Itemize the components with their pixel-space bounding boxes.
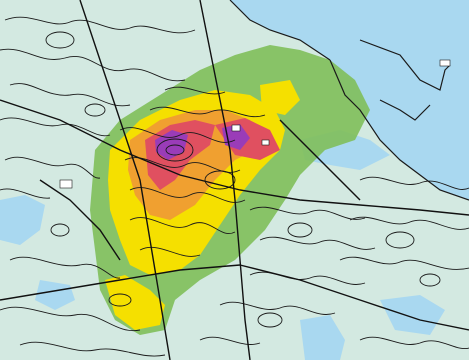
contour-line [259, 236, 376, 250]
road [0, 264, 241, 301]
coastline [329, 59, 469, 201]
heat-overlay [90, 45, 370, 335]
contour-ring [50, 223, 70, 237]
lake-southwest [35, 280, 75, 310]
coastline [229, 0, 331, 61]
contour-line [149, 106, 266, 117]
harbor-pier [379, 99, 431, 121]
contour-ring [156, 138, 194, 162]
contour-line [9, 256, 121, 279]
contour-line [9, 83, 131, 107]
contour-line [139, 246, 201, 257]
contour-line [359, 336, 469, 350]
heat-zone-mid-north [260, 80, 300, 115]
contour-line [129, 217, 236, 234]
contour-line [4, 156, 101, 179]
contour-layer [0, 16, 469, 357]
sea-northeast [230, 0, 469, 200]
coastline-layer [229, 0, 469, 201]
contour-ring [165, 144, 185, 156]
channel-south [300, 315, 345, 360]
road [239, 264, 469, 331]
contour-ring [287, 222, 313, 238]
building-block [261, 139, 270, 146]
road [39, 179, 121, 261]
lake-west [0, 195, 45, 245]
contour-line [129, 187, 246, 203]
road [279, 119, 361, 201]
road [79, 0, 171, 360]
contour-ring [108, 293, 132, 307]
building-block [439, 59, 451, 67]
harbor-pier [359, 39, 451, 91]
lake-southeast [380, 295, 445, 335]
contour-ring [419, 273, 441, 287]
contour-ring [204, 170, 236, 190]
contour-line [349, 216, 469, 230]
heat-zone-mid-south [105, 275, 165, 330]
building-block [59, 179, 73, 189]
contour-line [0, 188, 51, 199]
contour-line [19, 341, 166, 357]
contour-line [0, 48, 186, 82]
building-layer [59, 59, 451, 189]
contour-ring [257, 312, 283, 328]
contour-line [119, 127, 236, 143]
contour-line [249, 206, 366, 220]
road [0, 99, 469, 216]
contour-line [0, 306, 141, 332]
contour-line [219, 301, 336, 315]
contour-line [164, 86, 226, 95]
building-block [231, 124, 241, 132]
contour-line [0, 117, 111, 137]
contour-line [339, 256, 469, 270]
contour-ring [45, 31, 75, 49]
contour-ring [84, 103, 106, 117]
contour-ring [385, 231, 415, 249]
road [199, 0, 251, 360]
contour-line [199, 336, 261, 345]
contour-line [359, 176, 469, 190]
contour-line [4, 16, 196, 34]
